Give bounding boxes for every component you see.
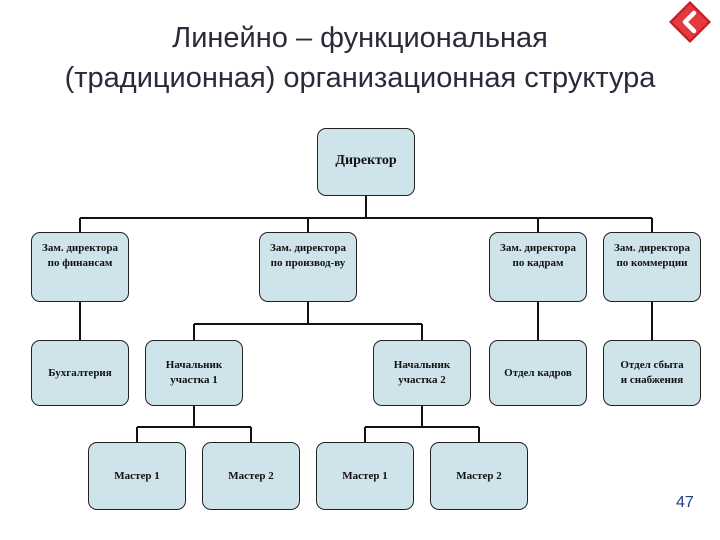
org-box-deputy-commerce-label: Зам. директора по коммерции <box>614 242 690 269</box>
slide-title-line-2: (традиционная) организационная структура <box>64 62 656 94</box>
org-box-master-s1-1-label: Мастер 1 <box>114 469 160 482</box>
org-box-hr-department: Отдел кадров <box>489 340 587 406</box>
org-box-deputy-production: Зам. директора по производ-ву <box>259 232 357 302</box>
org-box-master-s2-2: Мастер 2 <box>430 442 528 510</box>
page-number: 47 <box>676 494 694 511</box>
org-box-master-s2-2-label: Мастер 2 <box>456 469 502 482</box>
org-box-deputy-hr-label: Зам. директора по кадрам <box>500 242 576 269</box>
org-box-director-label: Директор <box>335 153 397 168</box>
org-box-deputy-finance-label: Зам. директора по финансам <box>42 242 118 269</box>
org-box-master-s1-2: Мастер 2 <box>202 442 300 510</box>
org-box-director: Директор <box>317 128 415 196</box>
org-box-accounting: Бухгалтерия <box>31 340 129 406</box>
org-box-sales-department: Отдел сбыта и снабжения <box>603 340 701 406</box>
org-box-master-s2-1: Мастер 1 <box>316 442 414 510</box>
org-box-master-s1-1: Мастер 1 <box>88 442 186 510</box>
slide-title: Линейно – функциональная (традиционная) … <box>0 18 720 98</box>
org-box-section2-head: Начальник участка 2 <box>373 340 471 406</box>
org-box-section2-head-label: Начальник участка 2 <box>393 359 451 386</box>
org-box-deputy-finance: Зам. директора по финансам <box>31 232 129 302</box>
org-box-master-s1-2-label: Мастер 2 <box>228 469 274 482</box>
slide-title-line-1: Линейно – функциональная <box>172 22 548 54</box>
org-box-deputy-commerce: Зам. директора по коммерции <box>603 232 701 302</box>
org-box-accounting-label: Бухгалтерия <box>48 366 112 379</box>
org-box-section1-head-label: Начальник участка 1 <box>165 359 223 386</box>
org-box-master-s2-1-label: Мастер 1 <box>342 469 388 482</box>
org-box-hr-department-label: Отдел кадров <box>504 366 572 379</box>
org-box-deputy-hr: Зам. директора по кадрам <box>489 232 587 302</box>
back-chevron-icon[interactable] <box>668 0 712 44</box>
org-box-sales-department-label: Отдел сбыта и снабжения <box>620 359 684 386</box>
org-box-section1-head: Начальник участка 1 <box>145 340 243 406</box>
org-box-deputy-production-label: Зам. директора по производ-ву <box>270 242 346 269</box>
